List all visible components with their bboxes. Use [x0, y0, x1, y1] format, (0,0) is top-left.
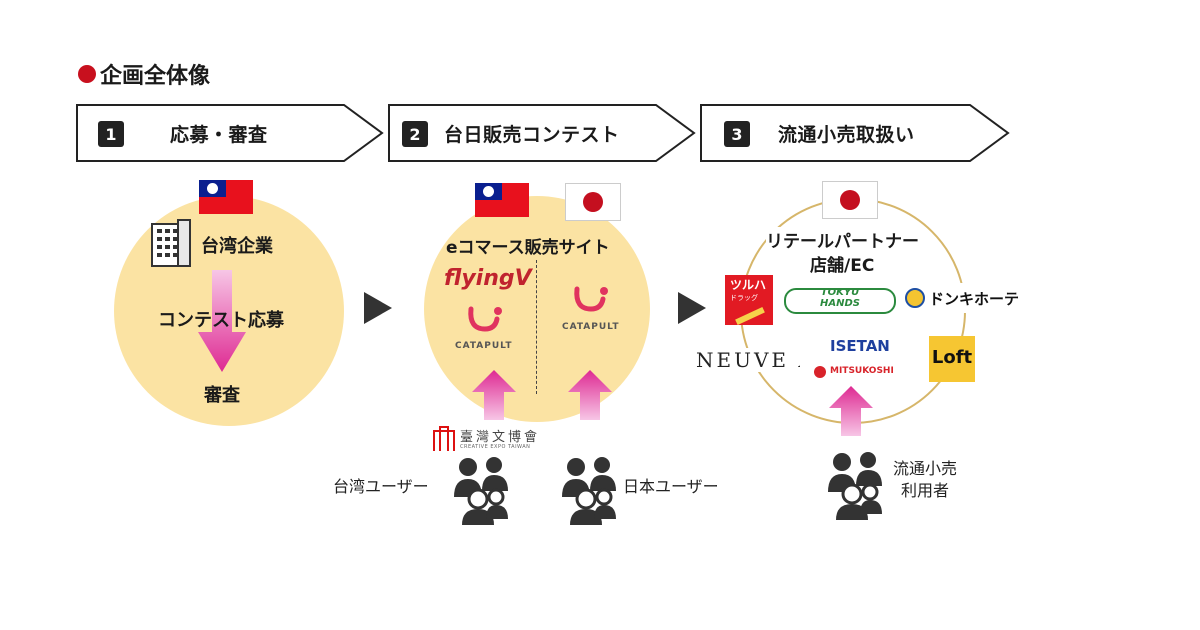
flow-arrow-icon	[364, 292, 392, 324]
taiwan-company-label: 台湾企業	[201, 236, 273, 257]
creative-expo-logo-icon	[433, 426, 455, 451]
japan-flag-icon	[565, 183, 621, 221]
stage2-circle	[424, 196, 650, 422]
step-label: 流通小売取扱い	[778, 124, 915, 146]
step-1: 1 応募・審査	[76, 104, 386, 162]
down-arrow-icon	[198, 270, 246, 372]
divider	[536, 260, 537, 394]
step-number: 1	[98, 121, 124, 147]
mitsukoshi-emblem-icon	[814, 366, 826, 378]
step-label: 応募・審査	[170, 124, 268, 146]
users-group-icon	[454, 457, 508, 525]
up-arrow-icon	[472, 370, 516, 420]
retail-users-label: 流通小売 利用者	[893, 459, 958, 500]
loft-logo: Loft	[929, 336, 975, 382]
creative-expo-name: 臺灣文博會	[460, 430, 541, 445]
taiwan-flag-icon	[475, 183, 529, 217]
taiwan-users-label: 台湾ユーザー	[333, 477, 429, 496]
up-arrow-icon	[568, 370, 612, 420]
catapult-logo-icon	[574, 286, 608, 312]
review-label: 審査	[204, 385, 240, 406]
step-2: 2 台日販売コンテスト	[388, 104, 698, 162]
contest-apply-label: コンテスト応募	[158, 310, 284, 331]
isetan-mitsukoshi-logo: ISETAN MITSUKOSHI	[800, 333, 918, 385]
tokyu-hands-logo: TOKYU HANDS	[780, 278, 900, 322]
taiwan-flag-icon	[199, 180, 253, 214]
step-number: 2	[402, 121, 428, 147]
catapult-logo-text: CATAPULT	[455, 341, 513, 351]
retail-partner-heading: リテールパートナー	[766, 227, 919, 252]
page-title: 企画全体像	[78, 58, 210, 90]
tsuruha-logo: ツルハ ドラッグ	[725, 275, 773, 326]
store-ec-heading: 店舗/EC	[810, 251, 875, 276]
chevron-box-icon	[700, 104, 1010, 162]
chevron-box-icon	[76, 104, 384, 162]
creative-expo-subtitle: CREATIVE EXPO TAIWAN	[460, 444, 531, 450]
donki-mascot-icon	[905, 288, 925, 308]
neuve-a-logo: NEUVE A	[696, 348, 816, 372]
donki-logo: ドンキホーテ	[903, 283, 1031, 313]
step-number: 3	[724, 121, 750, 147]
users-group-icon	[562, 457, 616, 525]
ecommerce-heading: eコマース販売サイト	[446, 238, 610, 258]
chevron-box-icon	[388, 104, 696, 162]
red-bullet-icon	[78, 65, 96, 83]
office-building-icon	[151, 219, 191, 267]
japan-users-label: 日本ユーザー	[623, 477, 719, 496]
users-group-icon	[828, 452, 882, 520]
up-arrow-icon	[829, 386, 873, 436]
catapult-logo-text: CATAPULT	[562, 322, 620, 332]
catapult-logo-icon	[468, 306, 502, 332]
step-3: 3 流通小売取扱い	[700, 104, 1012, 162]
flow-arrow-icon	[678, 292, 706, 324]
step-label: 台日販売コンテスト	[444, 124, 620, 146]
japan-flag-icon	[822, 181, 878, 219]
flyingv-logo: flyingV	[444, 266, 532, 291]
